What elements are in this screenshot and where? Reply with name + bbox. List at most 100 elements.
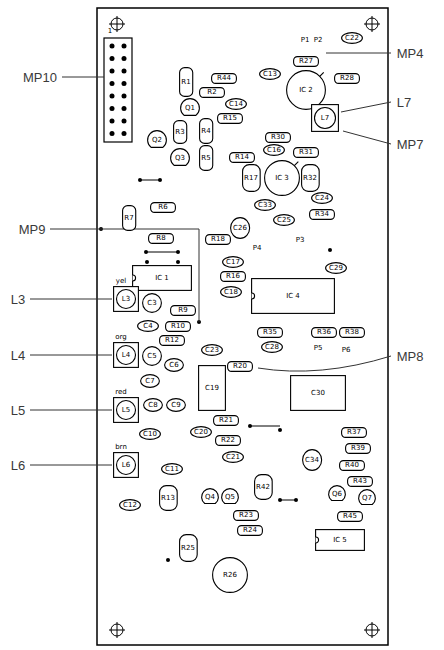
component-label: C21 xyxy=(226,454,240,461)
capacitor-body xyxy=(191,427,212,438)
coil-core xyxy=(315,108,336,129)
capacitor: C10 xyxy=(139,428,161,440)
coil: L5 xyxy=(113,397,139,423)
component-label: R28 xyxy=(340,75,354,82)
component-label: R23 xyxy=(239,512,253,519)
callout-label: MP4 xyxy=(397,47,424,60)
resistor: R14 xyxy=(229,152,255,163)
pin-label: P4 xyxy=(253,245,262,252)
capacitor: C17 xyxy=(222,256,244,268)
component-label: L3 xyxy=(122,296,130,303)
component-label: R17 xyxy=(244,175,258,182)
component-label: C4 xyxy=(143,323,152,330)
resistor: R21 xyxy=(213,415,239,426)
callout-label: MP8 xyxy=(397,350,424,363)
pin-label: P2 xyxy=(314,37,323,44)
capacitor-body xyxy=(144,399,163,412)
resistor-body xyxy=(179,68,192,97)
resistor-body xyxy=(340,327,365,337)
component-label: C24 xyxy=(315,195,329,202)
ic-can-body xyxy=(287,71,326,110)
component-label: R44 xyxy=(217,75,231,82)
component-label: Q2 xyxy=(152,137,162,144)
color-code: brn xyxy=(115,444,127,451)
resistor-body xyxy=(348,476,373,486)
component-label: C33 xyxy=(258,202,272,209)
capacitor: C23 xyxy=(201,344,223,356)
component-label: R4 xyxy=(201,128,210,135)
transistor: Q7 xyxy=(358,489,376,507)
leader-line xyxy=(258,356,391,371)
coil-core xyxy=(117,456,136,475)
resistor-body xyxy=(214,415,239,425)
resistor: R1 xyxy=(179,67,193,97)
transistor-body xyxy=(329,486,346,501)
component-label: C29 xyxy=(329,265,343,272)
transistor: Q1 xyxy=(180,98,200,118)
capacitor-box: C30 xyxy=(290,375,346,411)
leader-line xyxy=(30,299,112,300)
component-label: R39 xyxy=(351,445,365,452)
callout-label: L4 xyxy=(11,349,25,362)
callout-label: L7 xyxy=(397,96,411,109)
resistor-body xyxy=(166,321,191,331)
resistor-body xyxy=(122,206,135,231)
ic-package: IC 5 xyxy=(315,529,365,551)
capacitor-body xyxy=(223,257,244,268)
trace xyxy=(140,180,160,181)
resistor-body xyxy=(238,525,263,535)
resistor: R43 xyxy=(347,476,373,487)
resistor-body xyxy=(218,113,243,123)
coil: L3 xyxy=(113,286,139,312)
component-label: R31 xyxy=(299,149,313,156)
component-label: C5 xyxy=(147,353,156,360)
resistor-body xyxy=(200,87,225,97)
component-label: R32 xyxy=(303,175,317,182)
resistor-body xyxy=(216,435,241,445)
transistor-body xyxy=(359,490,376,505)
capacitor-body xyxy=(140,429,161,440)
capacitor-body xyxy=(274,215,295,226)
trace xyxy=(146,252,178,253)
capacitor: C33 xyxy=(254,199,276,211)
component-label: C34 xyxy=(305,457,319,464)
leader-line xyxy=(30,410,112,411)
ic-can-tab xyxy=(294,162,298,166)
capacitor: C18 xyxy=(220,286,242,298)
capacitor-body xyxy=(223,452,244,463)
coil: L4 xyxy=(113,342,139,368)
resistor-body xyxy=(212,73,237,83)
resistor: R9 xyxy=(170,305,196,316)
capacitor: C20 xyxy=(190,426,212,438)
ic-can-tab xyxy=(320,72,324,76)
component-label: C10 xyxy=(143,431,157,438)
capacitor: C29 xyxy=(325,262,347,274)
resistor-body xyxy=(171,305,196,315)
resistor: R10 xyxy=(165,321,191,332)
capacitor: C24 xyxy=(311,192,333,204)
resistor: R18 xyxy=(205,234,231,245)
coil-can xyxy=(114,398,139,423)
resistor: R38 xyxy=(339,327,365,338)
callout-label: MP10 xyxy=(23,71,57,84)
resistor: R36 xyxy=(311,327,337,338)
resistor: R17 xyxy=(242,164,261,192)
capacitor-body xyxy=(167,399,186,412)
component-label: R40 xyxy=(345,462,359,469)
component-label: R5 xyxy=(201,155,210,162)
coil-core xyxy=(117,346,136,365)
leader-line xyxy=(50,229,199,322)
resistor: R34 xyxy=(309,209,335,220)
resistor: R8 xyxy=(148,233,174,244)
capacitor-body xyxy=(230,218,249,239)
component-label: R42 xyxy=(256,484,270,491)
resistor-body xyxy=(254,475,272,500)
capacitor-body xyxy=(143,294,162,313)
component-label: Q5 xyxy=(225,494,235,501)
capacitor-body xyxy=(264,145,285,156)
component-label: R16 xyxy=(226,273,240,280)
component-label: R14 xyxy=(235,154,249,161)
component-label: R22 xyxy=(221,437,235,444)
component-label: R13 xyxy=(161,495,175,502)
